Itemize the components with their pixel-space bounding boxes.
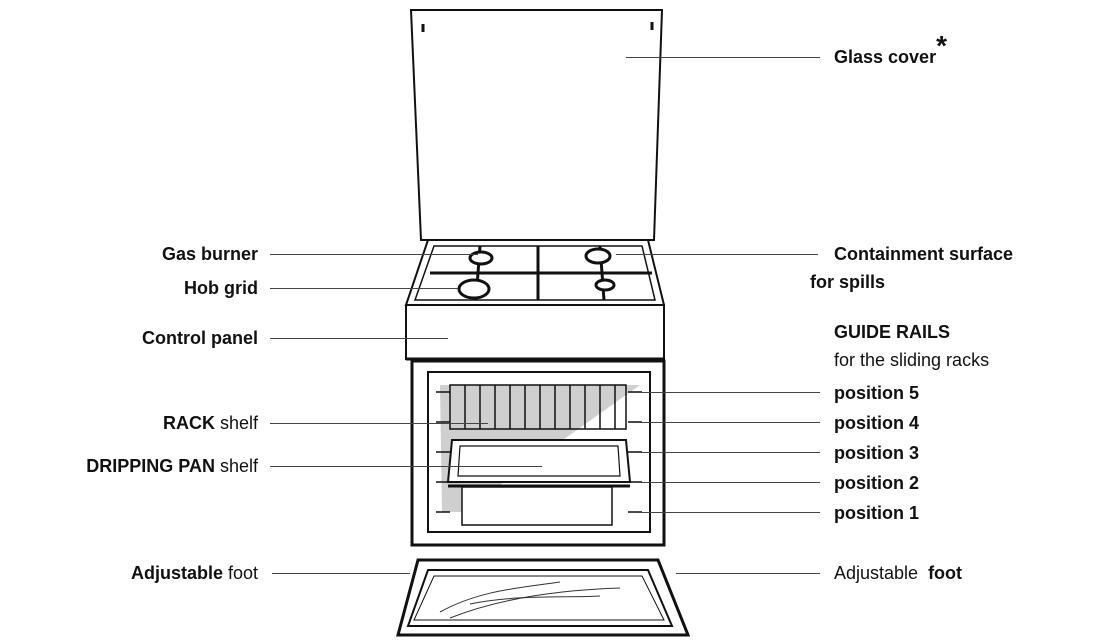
control-panel-box — [405, 304, 665, 360]
label-guide-rails-sub: for the sliding racks — [834, 350, 990, 370]
glass-cover-panel — [409, 9, 664, 241]
label-hob-grid: Hob grid — [184, 278, 258, 298]
label-gas-burner: Gas burner — [161, 244, 258, 264]
leader-dripping-pan — [270, 466, 542, 467]
leader-position4 — [630, 422, 820, 423]
leader-glass-cover — [626, 57, 820, 58]
leader-hob-grid — [270, 288, 458, 289]
label-guide-rails: GUIDE RAILS — [834, 322, 951, 342]
label-adjustable-foot-left: Adjustable foot — [130, 563, 258, 583]
label-position5: position 5 — [834, 383, 919, 403]
leader-position5 — [628, 392, 820, 393]
leader-rack — [270, 423, 488, 424]
leader-position2 — [636, 482, 820, 483]
leader-control-panel — [270, 338, 448, 339]
label-rack-shelf: RACK shelf — [162, 413, 258, 433]
label-glass-cover: Glass cover* — [834, 30, 947, 68]
leader-adjustable-right — [676, 573, 820, 574]
label-position4: position 4 — [834, 413, 919, 433]
leader-position3 — [636, 452, 820, 453]
burner-front-right — [594, 278, 616, 292]
leader-containment — [616, 254, 818, 255]
burner-rear-left — [468, 250, 494, 266]
label-position2: position 2 — [834, 473, 919, 493]
label-containment-surface-2: for spills — [810, 272, 886, 292]
rack-shelf-drawing — [449, 384, 627, 430]
leader-adjustable-left — [272, 573, 410, 574]
label-dripping-pan-shelf: DRIPPING PAN shelf — [86, 456, 258, 476]
label-control-panel: Control panel — [142, 328, 258, 348]
label-position3: position 3 — [834, 443, 919, 463]
label-position1: position 1 — [834, 503, 919, 523]
leader-position1 — [636, 512, 820, 513]
burner-front-left — [457, 278, 491, 300]
label-containment-surface: Containment surface — [834, 244, 1014, 264]
label-adjustable-foot-right: Adjustable foot — [834, 563, 963, 583]
door-window — [406, 569, 674, 627]
burner-rear-right — [584, 247, 612, 265]
leader-gas-burner — [270, 254, 478, 255]
dripping-pan-drawing — [446, 439, 632, 483]
